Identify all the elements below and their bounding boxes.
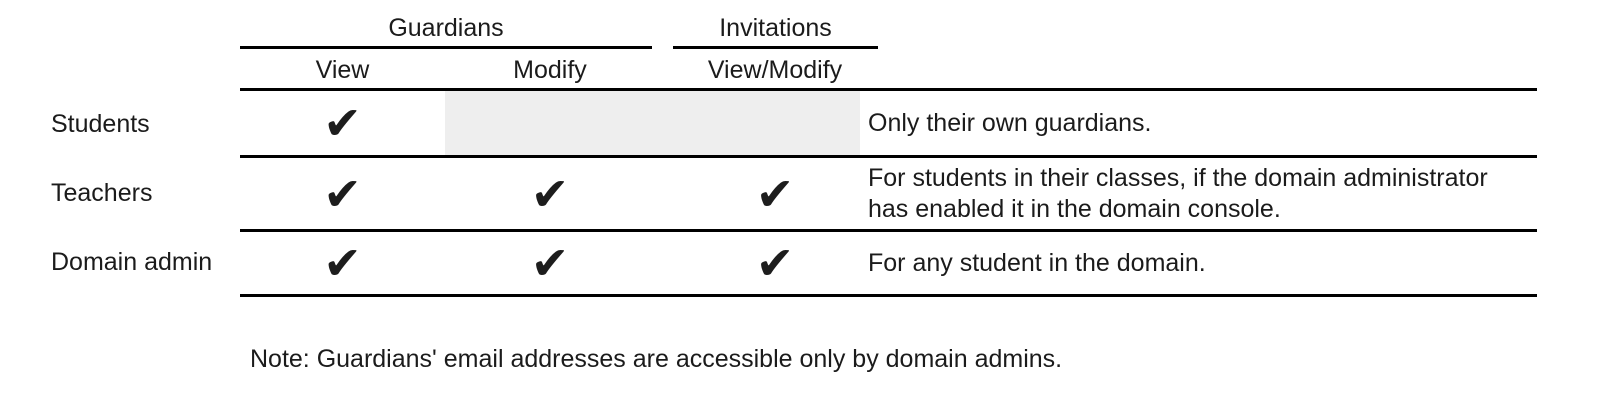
row-label-teachers: Teachers [51,179,153,207]
row-separator [240,229,1537,232]
remark-text: For students in their classes, if the do… [868,163,1488,223]
cell-students-guardians-modify [445,91,655,155]
cell-teachers-invitations-view-modify: ✔ [655,158,895,229]
checkmark-icon: ✔ [530,237,570,289]
cell-domain-admin-guardians-modify: ✔ [445,232,655,294]
checkmark-icon: ✔ [755,237,795,289]
remark-teachers: For students in their classes, if the do… [868,158,1513,229]
footnote: Note: Guardians' email addresses are acc… [250,345,1063,373]
table-bottom-rule [240,294,1537,297]
students-disabled-cells-region [445,91,860,155]
cell-domain-admin-invitations-view-modify: ✔ [655,232,895,294]
guardians-underline [240,46,652,49]
checkmark-icon: ✔ [323,97,362,149]
row-separator [240,155,1537,158]
header-bottom-rule [240,88,1537,91]
cell-teachers-guardians-view: ✔ [240,158,445,229]
column-header-view-modify: View/Modify [707,56,843,84]
invitations-underline [673,46,878,49]
cell-students-guardians-view: ✔ [240,91,445,155]
column-header-modify: Modify [513,56,587,84]
row-label-students: Students [51,110,150,138]
cell-teachers-guardians-modify: ✔ [445,158,655,229]
remark-students: Only their own guardians. [868,91,1513,155]
checkmark-icon: ✔ [323,167,362,220]
row-label-domain-admin: Domain admin [51,248,213,276]
column-header-view: View [315,56,370,84]
remark-text: For any student in the domain. [868,248,1206,277]
column-group-header-invitations: Invitations [719,14,832,42]
column-group-header-guardians: Guardians [388,14,504,42]
remark-domain-admin: For any student in the domain. [868,232,1513,294]
remark-text: Only their own guardians. [868,108,1152,137]
checkmark-icon: ✔ [323,237,362,289]
checkmark-icon: ✔ [530,167,570,220]
checkmark-icon: ✔ [755,167,795,220]
cell-students-invitations-view-modify [655,91,895,155]
cell-domain-admin-guardians-view: ✔ [240,232,445,294]
